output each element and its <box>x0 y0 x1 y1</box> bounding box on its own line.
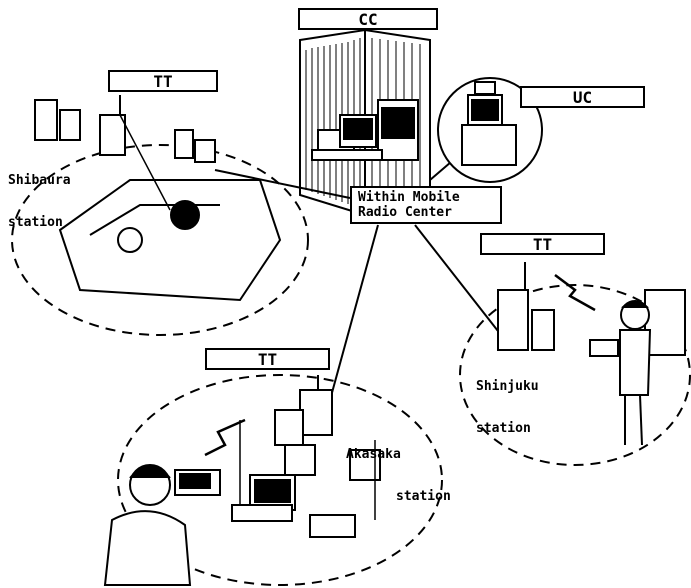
center-line-1: Within Mobile <box>358 190 494 205</box>
tt-label-akasaka: TT <box>205 348 330 370</box>
shibaura-station-label: Shibaura station <box>8 146 71 244</box>
shinjuku-station-label: Shinjuku station <box>476 352 539 450</box>
tt-label-shinjuku: TT <box>480 233 605 255</box>
akasaka-line-2: station <box>346 490 451 504</box>
akasaka-line-1: Akasaka <box>346 448 451 462</box>
akasaka-station-label: Akasaka station <box>346 420 451 518</box>
cc-label: CC <box>298 8 438 30</box>
shibaura-line-1: Shibaura <box>8 174 71 188</box>
shinjuku-line-1: Shinjuku <box>476 380 539 394</box>
center-line-2: Radio Center <box>358 205 494 220</box>
uc-label: UC <box>520 86 645 108</box>
tt-label-shibaura: TT <box>108 70 218 92</box>
shibaura-line-2: station <box>8 216 71 230</box>
shinjuku-line-2: station <box>476 422 539 436</box>
mobile-radio-center-label: Within Mobile Radio Center <box>350 186 502 224</box>
